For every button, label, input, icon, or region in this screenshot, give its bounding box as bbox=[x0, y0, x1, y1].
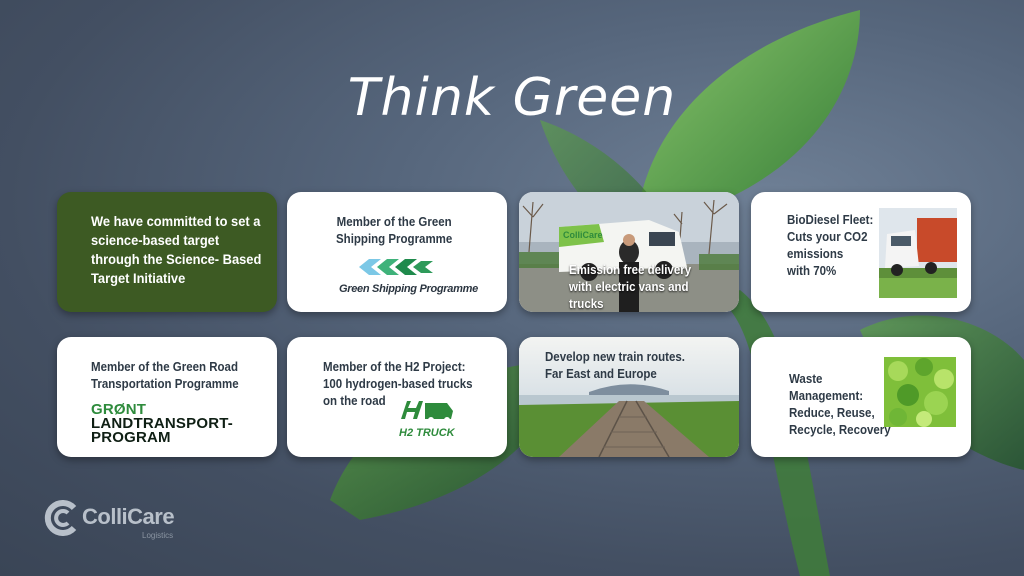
card-text: We have committed to set a science-based… bbox=[91, 213, 262, 286]
green-leaves-photo bbox=[884, 357, 956, 427]
page-title: Think Green bbox=[347, 68, 677, 128]
green-shipping-logo-icon bbox=[359, 259, 433, 275]
card-h2-project: Member of the H2 Project: 100 hydrogen-b… bbox=[287, 337, 507, 457]
electric-van-photo bbox=[519, 192, 739, 312]
card-text: Develop new train routes. Far East and E… bbox=[545, 350, 685, 381]
h2-truck-logo-icon bbox=[401, 401, 453, 423]
truck-photo bbox=[879, 208, 957, 298]
card-electric-delivery: ColliCare Emission free delivery with el… bbox=[519, 192, 739, 312]
logo-line: GRØNT bbox=[91, 401, 147, 418]
logo-sub: Logistics bbox=[142, 531, 174, 540]
card-text: BioDiesel Fleet: Cuts your CO2 emissions… bbox=[787, 213, 874, 278]
train-tracks-photo bbox=[519, 337, 739, 457]
card-text: Member of the H2 Project: 100 hydrogen-b… bbox=[323, 360, 473, 408]
card-text: Waste Management: Reduce, Reuse, Recycle… bbox=[789, 372, 891, 437]
green-shipping-logo-text: Green Shipping Programme bbox=[339, 283, 478, 295]
van-brand-label: ColliCare bbox=[563, 230, 603, 240]
card-train-routes: Develop new train routes. Far East and E… bbox=[519, 337, 739, 457]
card-waste-management: Waste Management: Reduce, Reuse, Recycle… bbox=[751, 337, 971, 457]
card-text: Emission free delivery with electric van… bbox=[569, 263, 692, 311]
collicare-logo: ColliCare Logistics bbox=[44, 498, 204, 548]
gront-landtransport-logo: GRØNT LANDTRANSPORT- PROGRAM bbox=[91, 401, 233, 446]
card-biodiesel-fleet: BioDiesel Fleet: Cuts your CO2 emissions… bbox=[751, 192, 971, 312]
card-green-road: Member of the Green Road Transportation … bbox=[57, 337, 277, 457]
card-science-based-target: We have committed to set a science-based… bbox=[57, 192, 277, 312]
logo-line: LANDTRANSPORT- bbox=[91, 415, 233, 432]
card-text: Member of the Green Shipping Programme bbox=[336, 215, 453, 246]
card-text: Member of the Green Road Transportation … bbox=[91, 360, 239, 391]
logo-line: PROGRAM bbox=[91, 429, 171, 446]
logo-name: ColliCare bbox=[82, 504, 175, 529]
collicare-logo-icon bbox=[44, 500, 77, 536]
card-green-shipping: Member of the Green Shipping Programme G… bbox=[287, 192, 507, 312]
h2-truck-logo-text: H2 TRUCK bbox=[399, 427, 455, 439]
